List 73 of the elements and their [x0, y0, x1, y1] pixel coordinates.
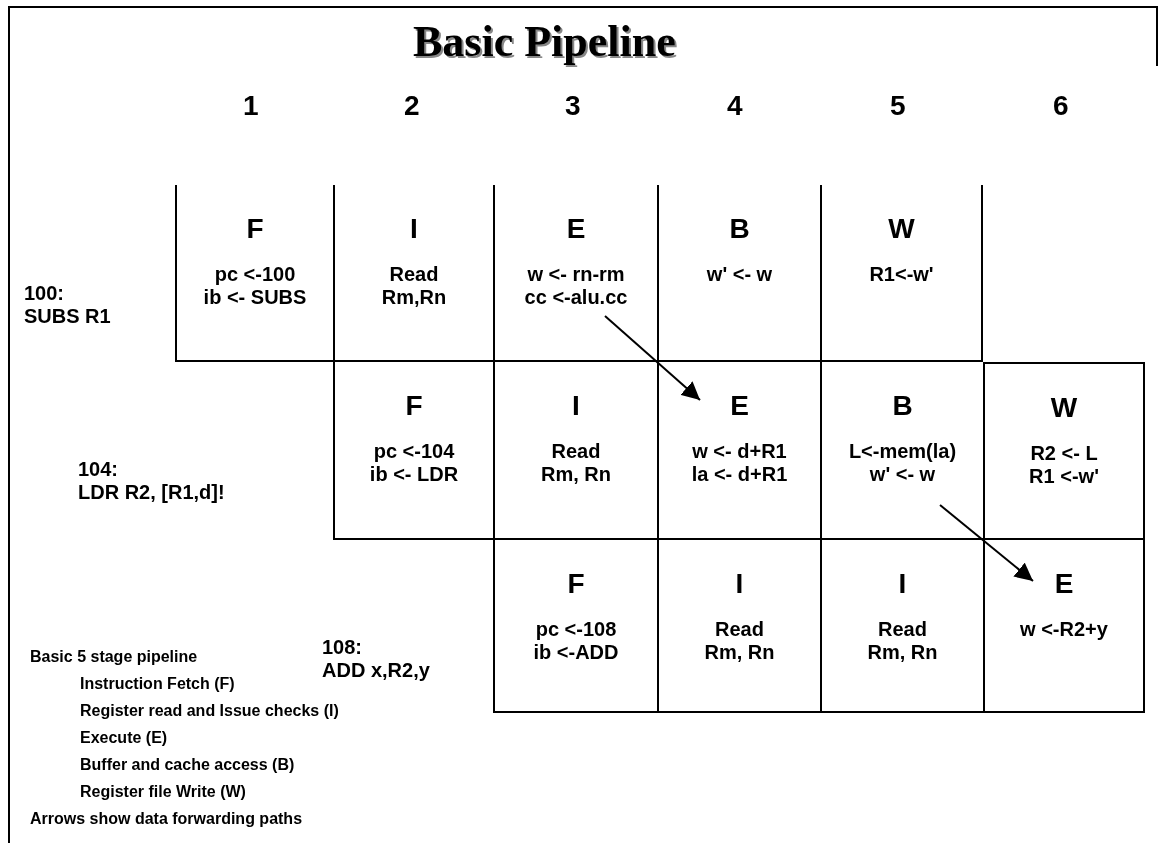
note-text: Basic 5 stage pipeline: [30, 648, 198, 666]
instruction-label: LDR R2, [R1,d]!: [78, 481, 225, 504]
cell-text: w <- d+R1: [692, 440, 787, 463]
instruction-label: SUBS R1: [24, 305, 111, 328]
column-number: 2: [404, 90, 420, 122]
cell-text: Rm, Rn: [541, 463, 611, 486]
stage-letter: I: [735, 568, 744, 600]
cell-text: R1<-w': [869, 263, 934, 286]
column-number: 3: [565, 90, 581, 122]
stage-letter: B: [892, 390, 913, 422]
note-text: Arrows show data forwarding paths: [30, 810, 303, 828]
pipeline-stage-cell: [175, 185, 333, 362]
cell-text: la <- d+R1: [691, 463, 788, 486]
cell-text: pc <-104: [373, 440, 455, 463]
stage-letter: F: [567, 568, 585, 600]
cell-text: w <-R2+y: [1020, 618, 1108, 641]
cell-text: R1 <-w': [1029, 465, 1099, 488]
stage-letter: W: [1050, 392, 1078, 424]
cell-text: R2 <- L: [1030, 442, 1098, 465]
column-number: 4: [727, 90, 743, 122]
cell-text: w <- rn-rm: [527, 263, 625, 286]
stage-letter: I: [898, 568, 907, 600]
pipeline-stage-cell: [333, 362, 493, 540]
note-text: Register file Write (W): [80, 783, 246, 801]
pipeline-stage-cell: [820, 185, 983, 362]
stage-letter: E: [566, 213, 586, 245]
cell-text: pc <-100: [214, 263, 296, 286]
pipeline-stage-cell: [983, 362, 1145, 540]
stage-letter: F: [405, 390, 423, 422]
cell-text: w' <- w: [706, 263, 773, 286]
stage-letter: I: [572, 390, 580, 422]
cell-text: Read: [715, 618, 764, 641]
cell-text: Rm, Rn: [867, 641, 938, 664]
note-text: Instruction Fetch (F): [80, 675, 235, 693]
cell-text: w' <- w: [869, 463, 936, 486]
column-number: 5: [890, 90, 906, 122]
cell-text: L<-mem(la): [848, 440, 957, 463]
title: Basic Pipeline: [413, 16, 676, 67]
pipeline-stage-cell: [657, 362, 820, 540]
pipeline-stage-cell: [493, 540, 657, 713]
cell-text: pc <-108: [535, 618, 617, 641]
cell-text: Rm,Rn: [381, 286, 447, 309]
cell-text: Read: [878, 618, 927, 641]
note-text: Register read and Issue checks (I): [80, 702, 339, 720]
pipeline-stage-cell: [657, 185, 820, 362]
instruction-label: 104:: [78, 458, 119, 481]
instruction-label: 108:: [322, 636, 363, 659]
instruction-label: 100:: [24, 282, 65, 305]
pipeline-stage-cell: [333, 185, 493, 362]
cell-text: ib <- SUBS: [203, 286, 307, 309]
stage-letter: F: [246, 213, 264, 245]
pipeline-stage-cell: [493, 362, 657, 540]
instruction-label: ADD x,R2,y: [322, 659, 430, 682]
pipeline-stage-cell: [493, 185, 657, 362]
pipeline-stage-cell: [820, 362, 983, 540]
stage-letter: E: [1054, 568, 1074, 600]
stage-letter: I: [410, 213, 418, 245]
pipeline-stage-cell: [820, 540, 983, 713]
note-text: Buffer and cache access (B): [80, 756, 295, 774]
cell-text: ib <- LDR: [369, 463, 459, 486]
pipeline-stage-cell: [657, 540, 820, 713]
stage-letter: B: [729, 213, 750, 245]
column-number: 6: [1053, 90, 1069, 122]
note-text: Execute (E): [80, 729, 168, 747]
cell-text: cc <-alu.cc: [524, 286, 628, 309]
cell-text: Rm, Rn: [704, 641, 775, 664]
stage-letter: E: [730, 390, 749, 422]
cell-text: Read: [551, 440, 601, 463]
pipeline-stage-cell: [983, 540, 1145, 713]
stage-letter: W: [888, 213, 915, 245]
column-number: 1: [243, 90, 259, 122]
cell-text: Read: [389, 263, 439, 286]
cell-text: ib <-ADD: [533, 641, 619, 664]
